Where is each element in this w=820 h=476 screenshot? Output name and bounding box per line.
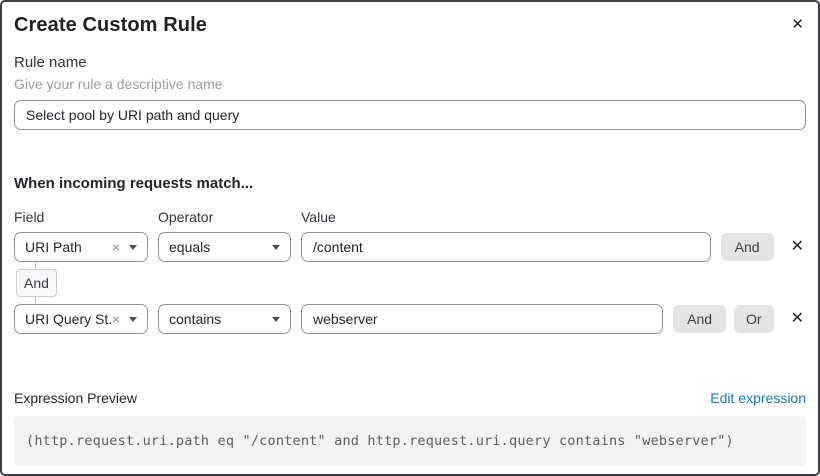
operator-select[interactable]: contains [158,304,291,334]
value-input[interactable] [301,304,664,334]
chevron-down-icon [272,244,280,250]
clear-selection-icon[interactable]: × [111,239,120,255]
connector-and-badge: And [16,269,57,297]
expression-preview-label: Expression Preview [14,390,137,406]
field-select-value: URI Path [25,239,82,255]
condition-row-1: URI Path × equals And ✕ [14,232,806,262]
chevron-down-icon [129,316,137,322]
match-heading: When incoming requests match... [14,175,254,192]
chevron-down-icon [272,316,280,322]
or-button[interactable]: Or [734,305,774,333]
connector-line [35,262,36,269]
match-section: When incoming requests match... Field Op… [14,175,806,334]
and-button[interactable]: And [720,233,774,261]
expression-preview-section: Expression Preview Edit expression (http… [14,390,806,466]
field-column-label: Field [14,209,45,225]
expression-preview-header: Expression Preview Edit expression [14,390,806,407]
value-column-label: Value [301,209,336,225]
clear-selection-icon[interactable]: × [111,311,120,327]
operator-select-value: equals [169,239,211,255]
close-icon[interactable]: ✕ [791,16,804,33]
chevron-down-icon [129,244,137,250]
rule-name-section: Rule name Give your rule a descriptive n… [14,54,806,130]
condition-row-2: URI Query St... × contains And Or ✕ [14,304,806,334]
operator-select-value: contains [169,311,222,327]
column-labels: Field Operator Value [14,209,806,226]
dialog-header: Create Custom Rule ✕ [14,12,806,38]
condition-connector: And [14,262,806,304]
rule-name-helper-text: Give your rule a descriptive name [14,76,223,92]
field-select-value: URI Query St... [25,311,112,327]
remove-condition-icon[interactable]: ✕ [790,238,804,255]
field-select[interactable]: URI Path × [14,232,148,262]
and-button[interactable]: And [673,305,727,333]
remove-condition-icon[interactable]: ✕ [790,310,804,327]
value-input[interactable] [301,232,711,262]
field-select[interactable]: URI Query St... × [14,304,148,334]
operator-column-label: Operator [158,209,214,225]
page-title: Create Custom Rule [14,14,207,36]
expression-code-panel: (http.request.uri.path eq "/content" and… [14,416,806,466]
rule-name-input[interactable] [14,100,806,130]
connector-line [35,297,36,304]
rule-name-label: Rule name [14,54,87,71]
operator-select[interactable]: equals [158,232,291,262]
expression-code: (http.request.uri.path eq "/content" and… [26,433,734,449]
edit-expression-link[interactable]: Edit expression [710,390,806,406]
